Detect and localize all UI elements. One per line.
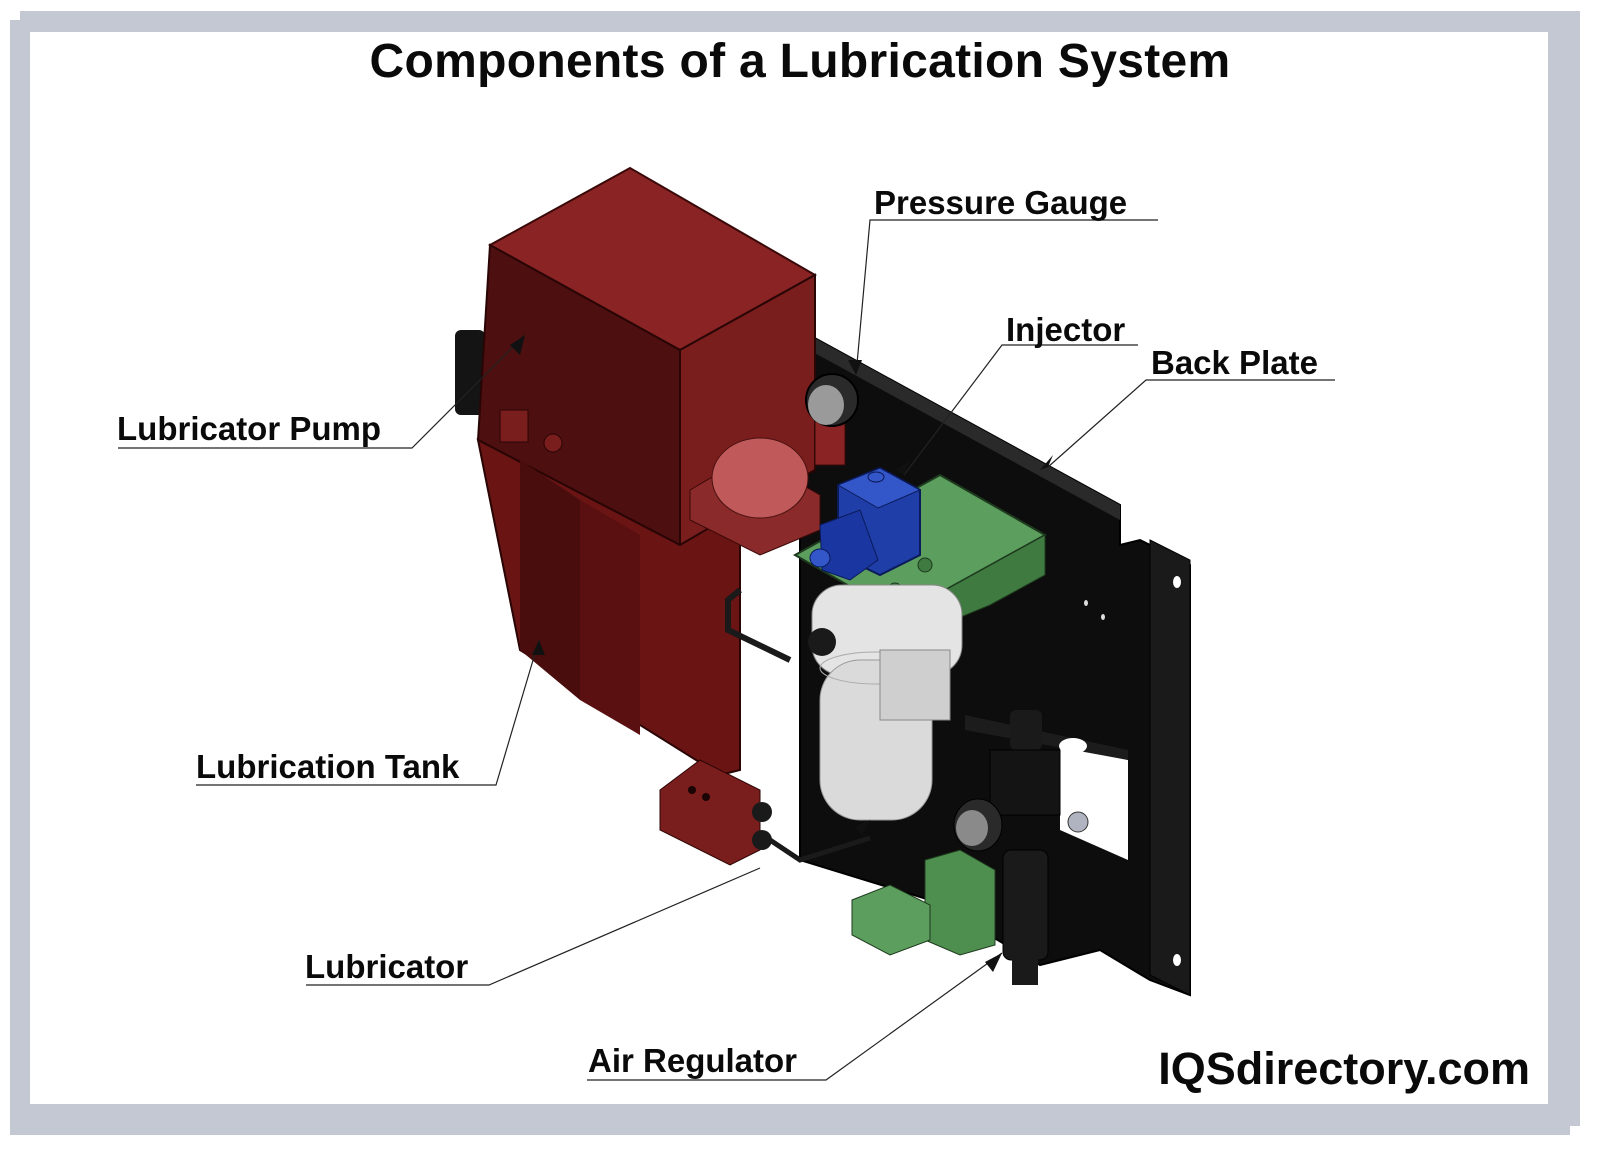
pressure-gauge-part (805, 373, 859, 466)
leader-line-lubricator (306, 867, 761, 986)
label-pressure-gauge: Pressure Gauge (874, 184, 1128, 221)
leader-line-back-plate (1047, 379, 1335, 468)
lubrication-tank-part (455, 166, 821, 866)
diagram-title: Components of a Lubrication System (369, 35, 1231, 88)
leader-line-injector (903, 344, 1138, 476)
label-lubricator: Lubricator (305, 948, 469, 985)
leader-line-pressure-gauge (855, 219, 1158, 376)
label-lubricator-pump: Lubricator Pump (117, 410, 382, 447)
filter-bowl-part (725, 584, 963, 863)
leader-line-lubrication-tank (196, 639, 540, 786)
label-lubrication-tank: Lubrication Tank (196, 748, 460, 785)
injector-part (809, 466, 922, 581)
brand-watermark: IQSdirectory.com (1158, 1043, 1530, 1094)
label-air-regulator: Air Regulator (588, 1042, 798, 1079)
label-injector: Injector (1006, 311, 1126, 348)
leader-line-lubricator-pump (118, 334, 526, 449)
air-regulator-part (953, 710, 1089, 985)
diagram-canvas (30, 32, 1548, 1104)
leader-arrowheads (510, 335, 1053, 972)
leader-line-air-regulator (587, 952, 1003, 1081)
label-back-plate: Back Plate (1151, 344, 1318, 381)
leader-lines (118, 219, 1335, 1081)
solenoid-valve-part (851, 849, 996, 956)
